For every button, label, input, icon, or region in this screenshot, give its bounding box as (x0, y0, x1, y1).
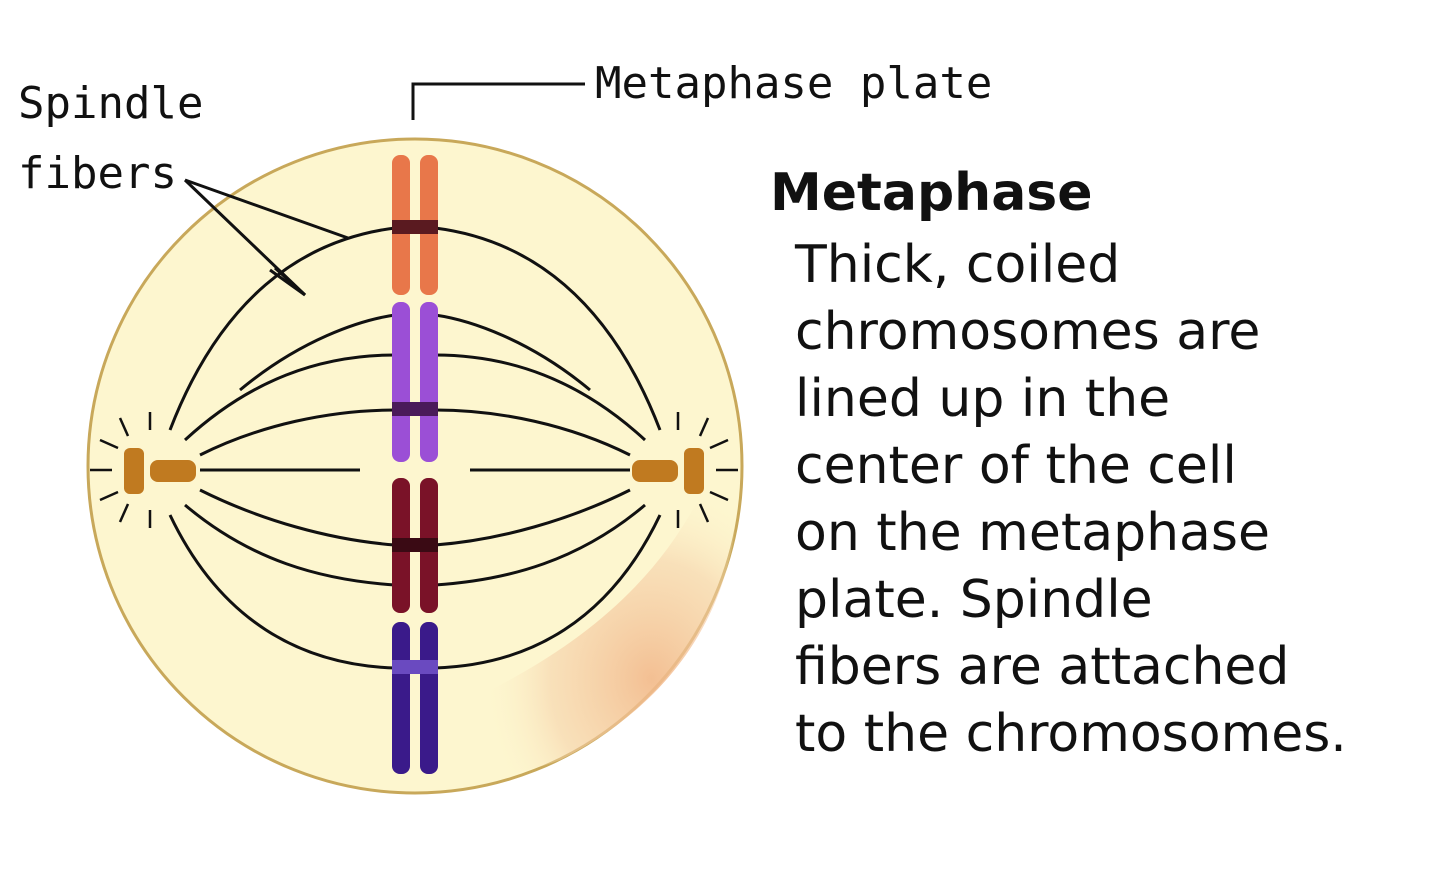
stage-title: Metaphase (770, 163, 1093, 223)
metaphase-plate-label: Metaphase plate (595, 58, 992, 109)
centriole-left (90, 412, 196, 528)
centriole-right (632, 412, 738, 528)
label-leaders (183, 82, 585, 297)
chromosome-maroon (392, 478, 438, 613)
cell-shading (430, 420, 738, 780)
chromosomes (392, 155, 438, 774)
spindle-label-line2: fibers (18, 148, 177, 199)
description-line: to the chromosomes. (795, 704, 1347, 764)
cell (86, 137, 744, 795)
description-line: chromosomes are (795, 302, 1260, 362)
cell-membrane (86, 137, 744, 795)
description-line: Thick, coiled (794, 235, 1120, 295)
chromosome-indigo (392, 622, 438, 774)
description-line: plate. Spindle (795, 570, 1153, 630)
description-line: on the metaphase (795, 503, 1270, 563)
spindle-label-line1: Spindle (18, 78, 203, 129)
metaphase-plate-leader (411, 82, 585, 120)
chromosome-orange (392, 155, 438, 295)
description-line: center of the cell (795, 436, 1237, 496)
chromosome-violet (392, 302, 438, 462)
description-line: lined up in the (795, 369, 1170, 429)
spindle-fibers (168, 226, 662, 670)
description: Thick, coiled chromosomes are lined up i… (794, 235, 1347, 764)
description-line: fibers are attached (795, 637, 1289, 697)
spindle-leader-upper (184, 178, 349, 240)
